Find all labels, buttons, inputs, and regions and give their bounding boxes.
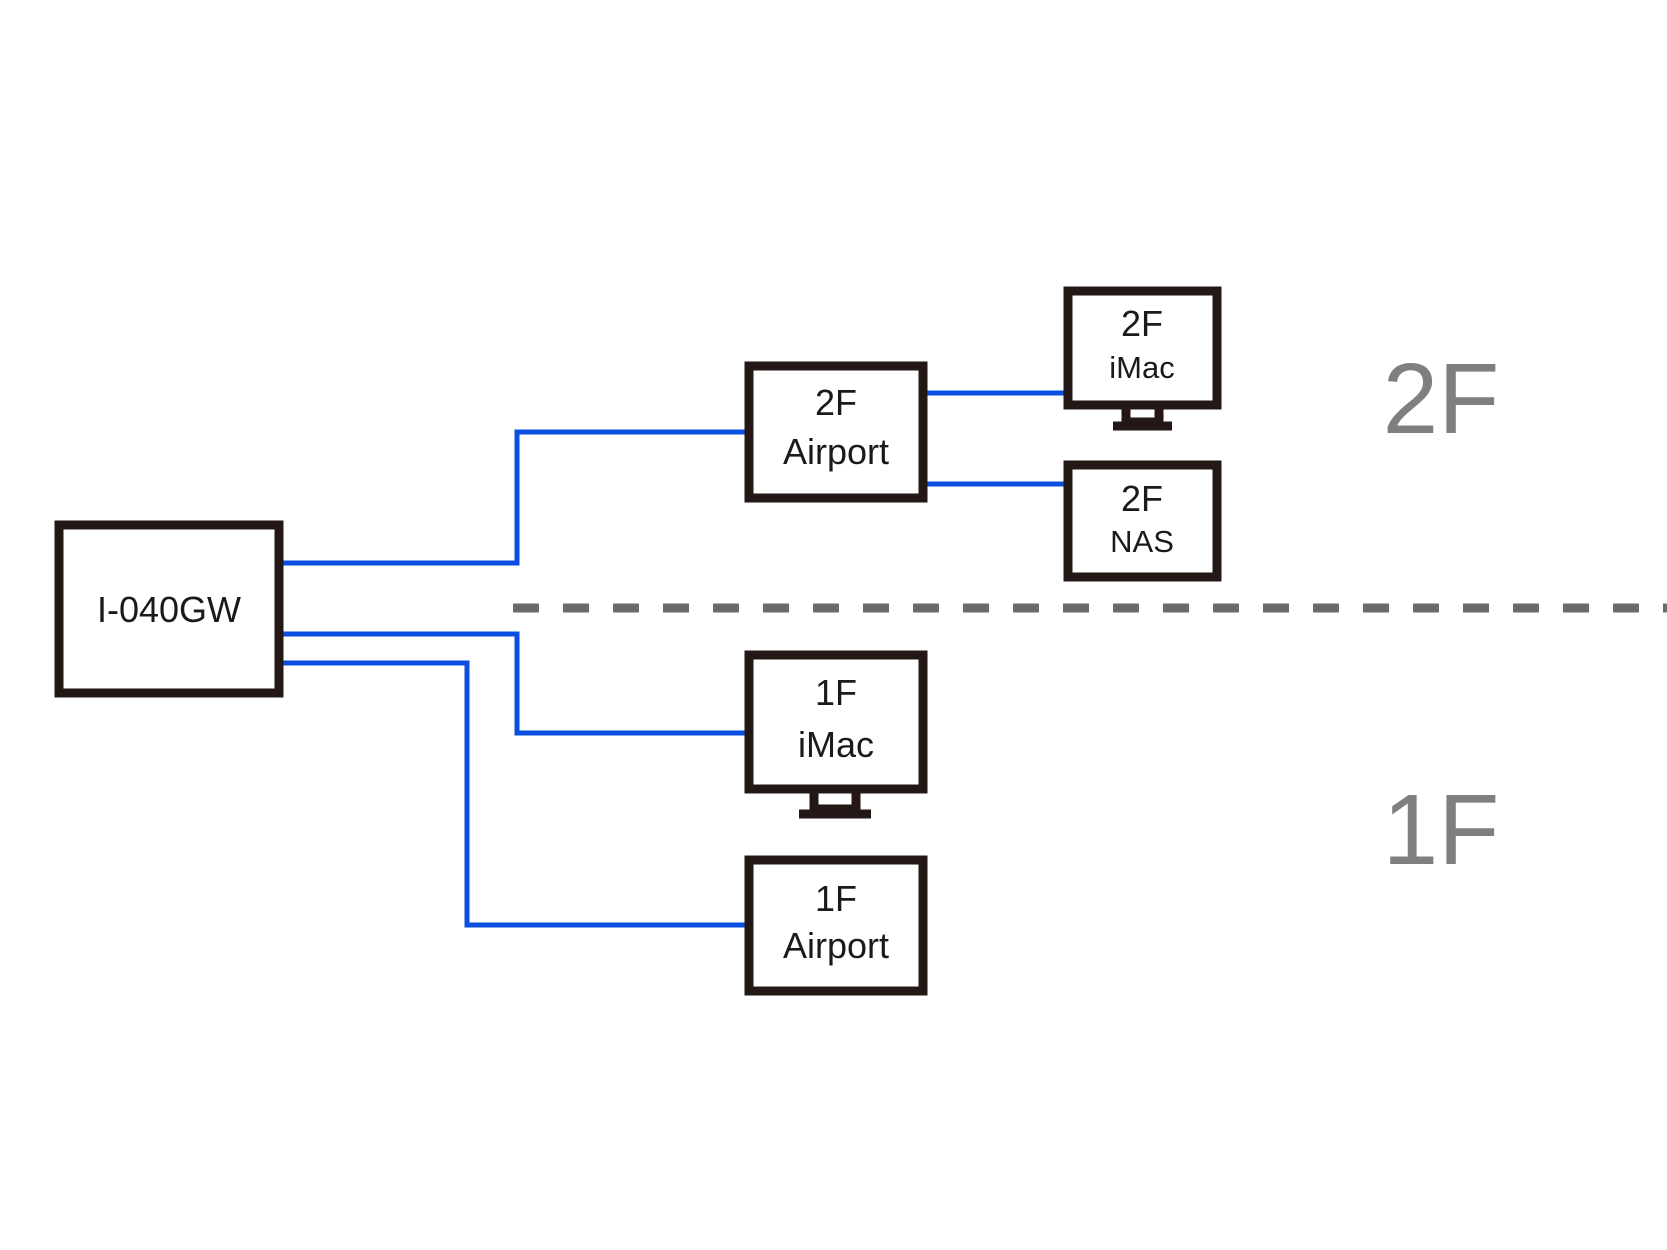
imac-1f-node: 1F iMac [744,650,928,819]
imac-1f-name-label: iMac [798,724,874,765]
nas-2f-name-label: NAS [1110,524,1174,559]
gateway-box [54,520,284,698]
link-gateway-airport-2f [279,429,749,566]
imac-2f-floor-label: 2F [1121,303,1163,344]
monitor-icon [799,784,871,819]
airport-1f-node: 1F Airport [744,855,928,996]
airport-1f-floor-label: 1F [815,878,857,919]
floor-label-1f: 1F [1383,774,1500,886]
nas-2f-floor-label: 2F [1121,478,1163,519]
nas-2f-box [1063,460,1222,582]
monitor-icon [1113,400,1172,431]
imac-2f-name-label: iMac [1109,350,1174,385]
airport-2f-node: 2F Airport [744,361,928,503]
imac-2f-node: 2F iMac [1063,286,1222,431]
links [279,390,1068,928]
imac-2f-screen [1063,286,1222,410]
airport-1f-box [744,855,928,996]
link-gateway-airport-1f [279,660,749,928]
nas-2f-node: 2F NAS [1063,460,1222,582]
gateway-node: I-040GW [54,520,284,698]
airport-1f-name-label: Airport [783,925,889,966]
link-gateway-imac-1f [279,631,749,736]
airport-2f-floor-label: 2F [815,382,857,423]
floor-label-2f: 2F [1383,343,1500,455]
imac-1f-floor-label: 1F [815,672,857,713]
gateway-label: I-040GW [97,589,241,630]
airport-2f-box [744,361,928,503]
airport-2f-name-label: Airport [783,431,889,472]
